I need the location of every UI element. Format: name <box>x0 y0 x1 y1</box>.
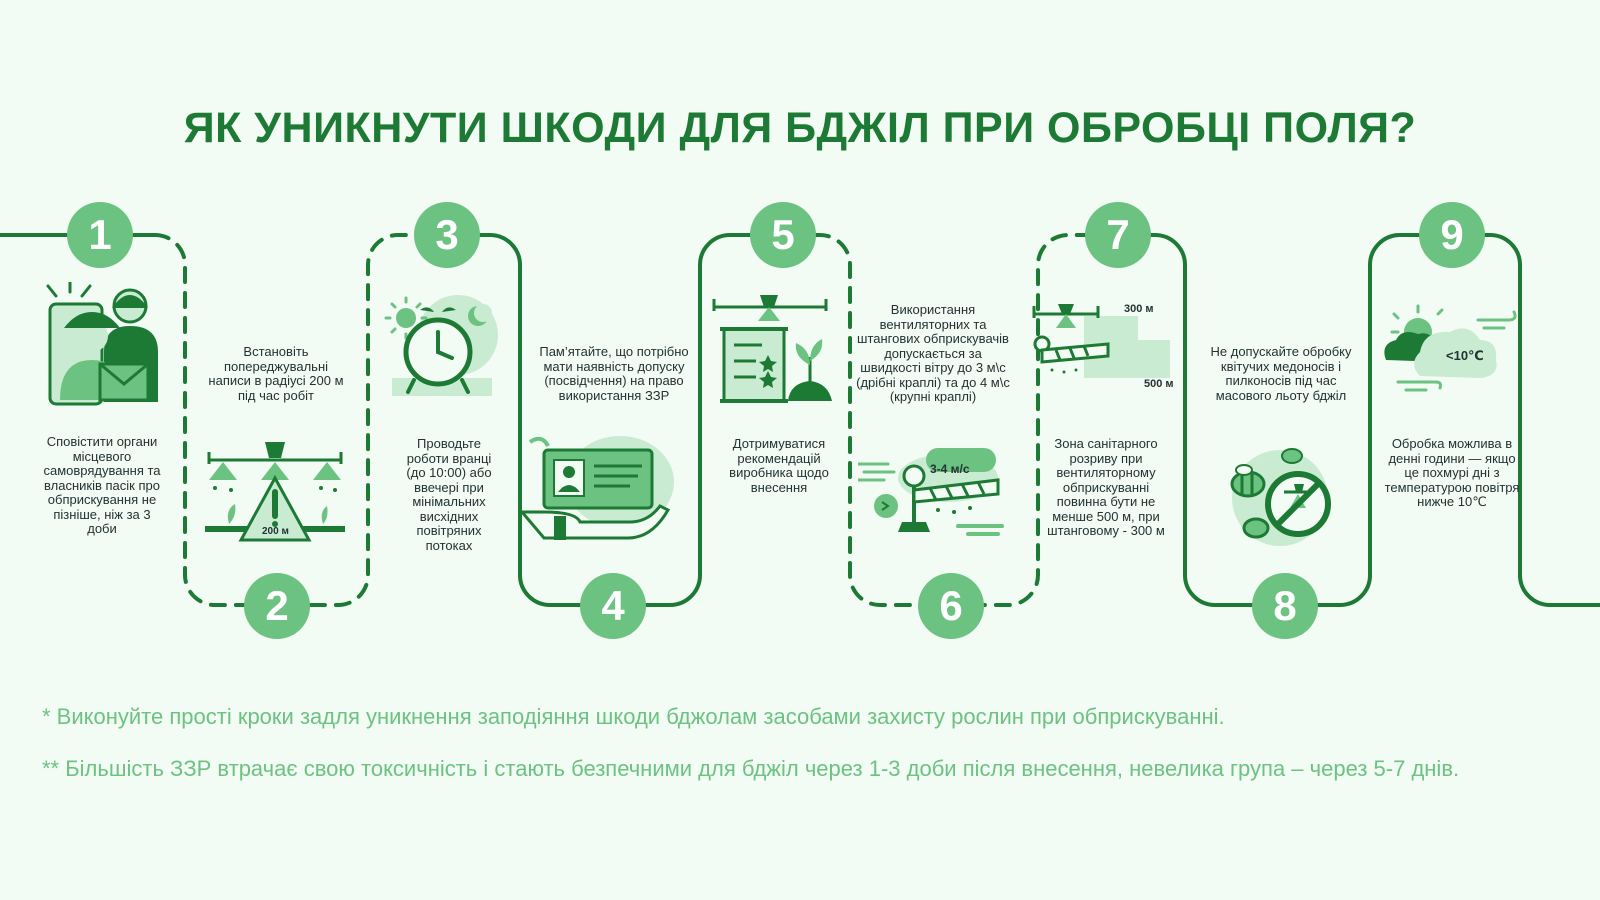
step-1-text: Сповістити органи місцевого самоврядуван… <box>43 434 161 536</box>
step-3-text: Проводьте роботи вранці (до 10:00) або в… <box>406 436 492 553</box>
boom-zone-label: 300 м <box>1124 303 1154 315</box>
step-9-badge: 9 <box>1419 202 1485 268</box>
step-6-badge: 6 <box>918 573 984 639</box>
path-segment-5-6 <box>788 233 1127 607</box>
no-spray-bees-icon <box>1230 448 1331 546</box>
instructions-scroll-icon <box>712 295 832 403</box>
step-4-text: Пам’ятайте, що потрібно мати наявність д… <box>539 344 689 403</box>
step-8-text: Не допускайте обробку квітучих медоносів… <box>1210 344 1352 403</box>
path-segment-3-4 <box>458 233 792 607</box>
cloudy-weather-icon <box>1384 304 1517 392</box>
warning-radius-label: 200 м <box>262 526 289 537</box>
temperature-label: <10℃ <box>1446 348 1484 363</box>
step-9-text: Обробка можлива в денні години — якщо це… <box>1384 436 1520 509</box>
step-3-badge: 3 <box>414 202 480 268</box>
step-8-badge: 8 <box>1252 573 1318 639</box>
sanitary-zone-icon <box>1032 304 1170 378</box>
step-1-badge: 1 <box>67 202 133 268</box>
page-title: ЯК УНИКНУТИ ШКОДИ ДЛЯ БДЖІЛ ПРИ ОБРОБЦІ … <box>183 104 1417 152</box>
step-7-badge: 7 <box>1085 202 1151 268</box>
path-segment-1-2 <box>153 233 462 607</box>
path-segment-7-8 <box>1123 233 1600 607</box>
step-7-text: Зона санітарного розриву при вентиляторн… <box>1047 436 1165 538</box>
wind-speed-label: 3-4 м/с <box>930 462 970 476</box>
license-card-icon <box>520 436 674 540</box>
step-5-badge: 5 <box>750 202 816 268</box>
step-4-badge: 4 <box>580 573 646 639</box>
warning-sprayer-icon <box>205 442 345 542</box>
alarm-clock-icon <box>384 295 498 396</box>
fan-zone-label: 500 м <box>1144 378 1174 390</box>
step-2-text: Встановіть попереджувальні написи в раді… <box>208 344 344 403</box>
step-5-text: Дотримуватися рекомендацій виробника щод… <box>729 436 829 495</box>
footnote-1: * Виконуйте прості кроки задля уникнення… <box>42 704 1225 729</box>
wind-sprayer-icon <box>858 448 1004 536</box>
step-6-text: Використання вентиляторних та штангових … <box>856 302 1010 404</box>
footnote-2: ** Більшість ЗЗР втрачає свою токсичніст… <box>42 756 1460 781</box>
notify-people-icon <box>46 282 158 406</box>
step-2-badge: 2 <box>244 573 310 639</box>
